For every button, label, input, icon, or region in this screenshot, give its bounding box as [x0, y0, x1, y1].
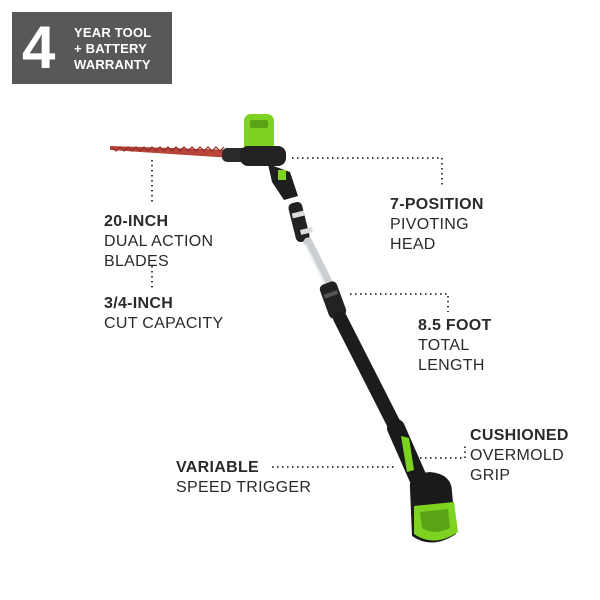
blades-callout: 20-INCH DUAL ACTION BLADES — [104, 212, 213, 272]
blades-callout-bold: 20-INCH — [104, 213, 169, 230]
length-callout-line-1: TOTAL — [418, 337, 470, 354]
blades-callout-line-2: BLADES — [104, 253, 169, 270]
warranty-line-1: YEAR TOOL — [74, 25, 152, 40]
extension-pole — [303, 237, 335, 291]
blade — [110, 146, 232, 158]
length-leader — [350, 293, 449, 312]
warranty-line-3: WARRANTY — [74, 57, 151, 72]
main-shaft — [333, 311, 409, 447]
head-callout-line-1: PIVOTING — [390, 216, 469, 233]
warranty-badge: 4 YEAR TOOL + BATTERY WARRANTY — [12, 12, 172, 84]
warranty-line-2: + BATTERY — [74, 41, 147, 56]
trigger-callout-line-1: SPEED TRIGGER — [176, 479, 312, 496]
head-leader — [292, 157, 443, 188]
trigger-callout-bold: VARIABLE — [176, 459, 259, 476]
warranty-years: 4 — [22, 14, 56, 81]
trigger-callout: VARIABLE SPEED TRIGGER — [176, 458, 311, 498]
upper-coupler — [288, 201, 313, 243]
head-callout: 7-POSITION PIVOTING HEAD — [390, 195, 484, 255]
blades-callout-line-1: DUAL ACTION — [104, 233, 214, 250]
trimmer-head — [222, 114, 298, 200]
grip-callout-bold: CUSHIONED — [470, 427, 569, 444]
length-callout-bold: 8.5 FOOT — [418, 317, 492, 334]
length-callout: 8.5 FOOT TOTAL LENGTH — [418, 316, 492, 376]
capacity-callout: 3/4-INCH CUT CAPACITY — [104, 294, 223, 334]
grip-callout-line-2: GRIP — [470, 467, 511, 484]
length-callout-line-2: LENGTH — [418, 357, 485, 374]
overmold-grip — [387, 419, 427, 487]
capacity-callout-bold: 3/4-INCH — [104, 295, 174, 312]
locking-collar — [319, 281, 347, 319]
grip-leader — [415, 446, 466, 459]
head-callout-line-2: HEAD — [390, 236, 436, 253]
grip-callout-line-1: OVERMOLD — [470, 447, 564, 464]
callout-leaders — [151, 157, 466, 468]
head-callout-bold: 7-POSITION — [390, 196, 484, 213]
grip-callout: CUSHIONED OVERMOLD GRIP — [470, 426, 569, 486]
battery-pack — [409, 472, 458, 543]
capacity-callout-line-1: CUT CAPACITY — [104, 315, 224, 332]
